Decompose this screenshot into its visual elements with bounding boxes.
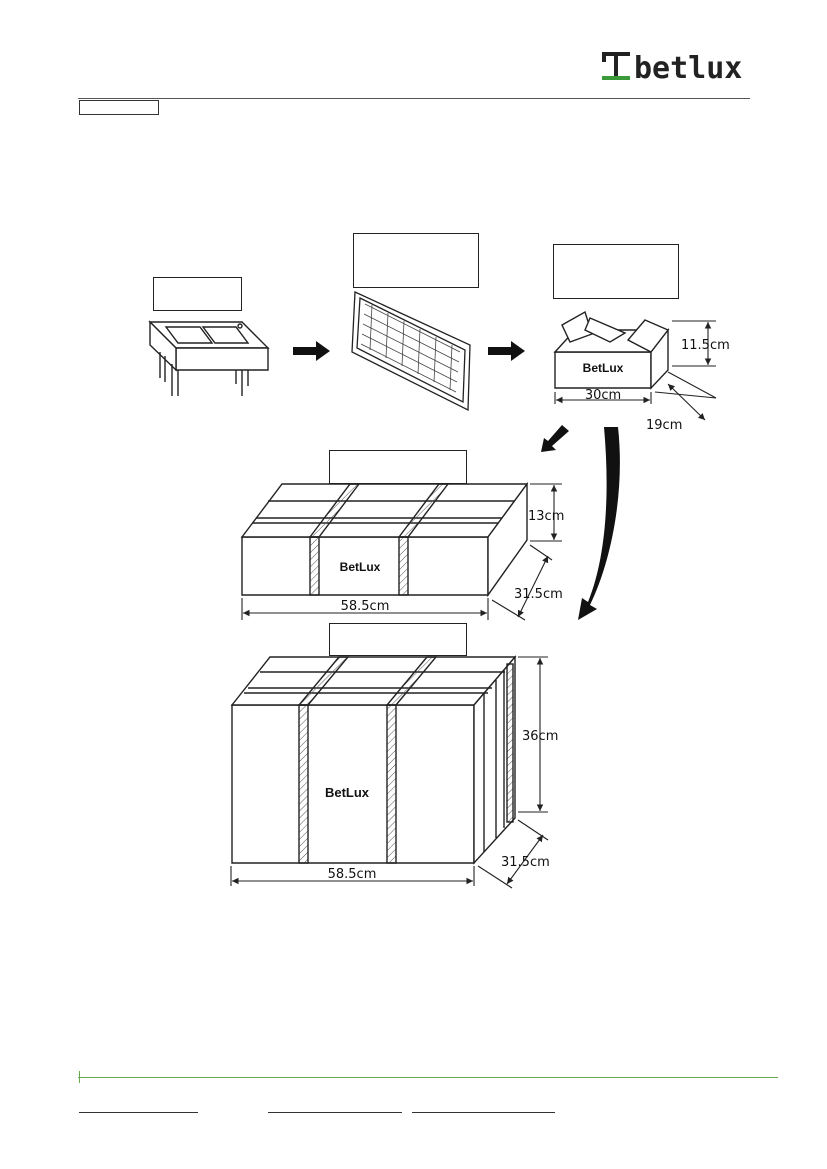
dim-medium-height: 13cm [528, 509, 564, 524]
dim-small-width: 30cm [585, 388, 621, 403]
dim-large-depth: 31.5cm [501, 855, 550, 870]
footer-link-1[interactable] [79, 1112, 198, 1113]
logo-mark-icon [602, 52, 630, 80]
footer-link-3[interactable] [412, 1112, 555, 1113]
stage-label-box-large-box [329, 623, 467, 656]
tube-tray-drawing [351, 291, 471, 412]
medium-box-brand: BetLux [340, 560, 381, 574]
dim-small-depth: 19cm [646, 418, 682, 433]
dim-medium-width: 58.5cm [341, 599, 390, 614]
large-box-drawing [230, 655, 517, 865]
stage-label-box-led [153, 277, 242, 311]
dim-large-width: 58.5cm [328, 867, 377, 882]
led-display-drawing [148, 320, 270, 396]
medium-box-drawing [240, 481, 529, 598]
arrow-down-left-icon [541, 425, 569, 452]
arrow-right-icon [293, 341, 330, 361]
header-rule [78, 98, 750, 99]
betlux-logo: betlux [600, 48, 750, 86]
dim-large-height: 36cm [522, 729, 558, 744]
dim-small-height: 11.5cm [681, 338, 730, 353]
dim-medium-depth: 31.5cm [514, 587, 563, 602]
header-label-box [79, 100, 159, 115]
large-box-brand: BetLux [325, 785, 370, 800]
stage-label-box-small-box [553, 244, 679, 299]
stage-label-box-tube [353, 233, 479, 288]
arrow-right-icon [488, 341, 525, 361]
small-box-brand: BetLux [583, 361, 624, 375]
footer-link-2[interactable] [268, 1112, 402, 1113]
curved-arrow-icon [578, 427, 620, 620]
footer-rule [78, 1077, 778, 1078]
small-box-drawing [553, 310, 670, 390]
logo-text: betlux [634, 51, 742, 84]
